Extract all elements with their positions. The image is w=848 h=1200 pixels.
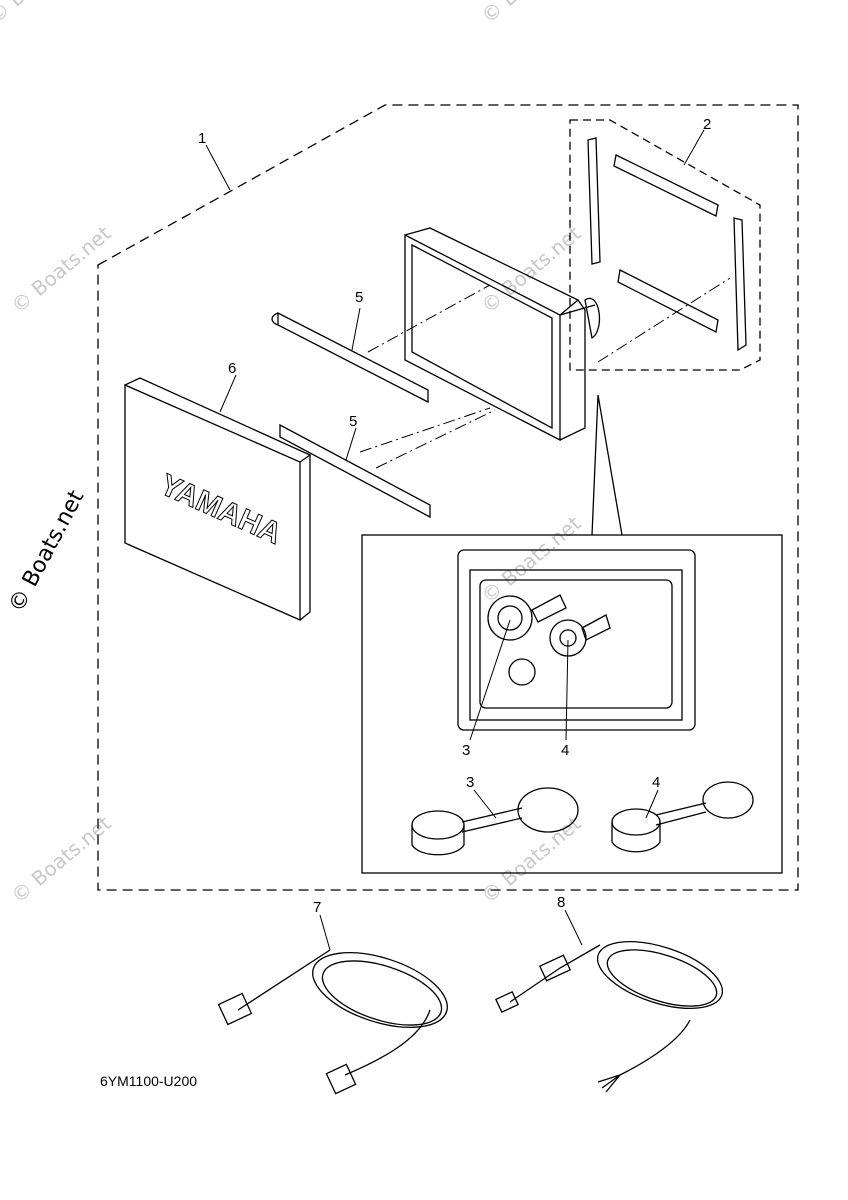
callout-4-main: 4 [561,742,569,759]
callout-2: 2 [703,116,711,133]
watermark-lower-center: © Boats.net [477,511,586,608]
cover-brand-text: YAMAHA [155,468,286,551]
watermark-top-center: © Boats.net [477,0,586,28]
callout-1: 1 [198,130,206,147]
callout-8: 8 [557,894,565,911]
watermark-mid-left: © Boats.net [7,221,116,318]
kit-boundary-dashed [97,104,799,891]
display-unit [404,227,601,442]
diagram-lines [97,104,799,1095]
sun-cover [124,377,312,621]
callout-5-upper: 5 [355,289,363,306]
callout-4-cap: 4 [652,774,660,791]
part-code: 6YM1100-U200 [100,1073,197,1089]
callout-7: 7 [313,899,321,916]
cable-8 [495,940,724,1093]
bracket-kit-boundary-dashed [569,119,761,371]
callout-5-lower: 5 [349,413,357,430]
watermark-layer: © Boats.net © Boats.net © Boats.net © Bo… [0,0,586,908]
bezel-strip-lower [279,423,431,519]
bezel-strip-upper [271,311,429,404]
cable-7 [217,949,448,1095]
detail-view-box [361,394,783,874]
callout-3-cap: 3 [466,774,474,791]
callout-labels: 1 2 5 6 5 3 4 3 4 7 8 [198,116,711,916]
dust-cap-3 [411,787,579,856]
leader-lines [205,129,731,951]
callout-3-main: 3 [462,742,470,759]
dust-cap-4 [611,781,754,853]
mounting-bracket-parts [587,137,747,352]
watermark-prominent: © Boats.net [4,486,89,617]
callout-6: 6 [228,360,236,377]
watermark-mid-center: © Boats.net [477,221,586,318]
rear-panel [457,549,696,731]
watermark-bottom-left: © Boats.net [7,811,116,908]
watermark-top-left: © Boats.net [0,0,93,28]
